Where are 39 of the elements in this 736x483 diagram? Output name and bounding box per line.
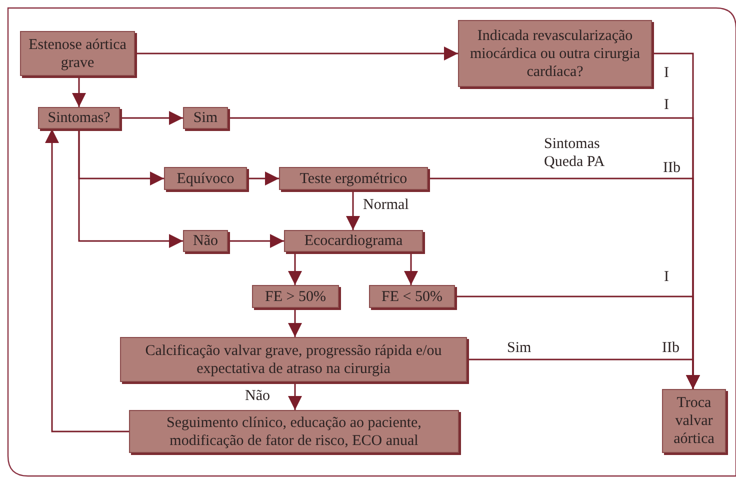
process-box — [183, 107, 228, 129]
box-text: Não — [193, 232, 218, 250]
arrow — [404, 252, 418, 285]
box-text: Ecocardiograma — [304, 232, 403, 250]
arrow — [72, 76, 86, 107]
arrow — [288, 308, 302, 337]
arrow — [45, 129, 129, 432]
process-box — [20, 31, 135, 76]
arrow — [467, 358, 700, 389]
arrow — [288, 252, 302, 285]
process-box — [284, 230, 423, 252]
process-box — [369, 285, 455, 308]
box-text: Indicada revascularização miocárdica ou outra cirurgia cardíaca? — [468, 26, 642, 80]
arrow — [78, 129, 183, 248]
arrow — [228, 234, 284, 248]
arrow — [247, 172, 279, 186]
box-text: Calcificação valvar grave, progressão rápida e/ou expectativa de atraso na cirurgia — [144, 342, 443, 378]
process-box — [120, 337, 467, 382]
box-text: Seguimento clínico, educação ao paciente, modificação de fator de risco, ECO anual — [166, 414, 422, 450]
arrow — [288, 382, 302, 410]
box-text: Sintomas? — [48, 109, 110, 127]
arrow — [135, 46, 458, 60]
box-text: Troca valvar aórtica — [672, 394, 716, 448]
process-box — [129, 410, 459, 453]
box-text: FE < 50% — [382, 288, 442, 306]
box-text: Equívoco — [176, 170, 234, 188]
process-box — [279, 167, 428, 190]
process-box — [38, 107, 120, 129]
process-box — [252, 285, 339, 308]
box-text: Sim — [193, 109, 218, 127]
process-box — [662, 389, 726, 453]
process-box — [458, 20, 652, 87]
process-box — [164, 167, 247, 190]
arrow — [346, 190, 360, 230]
box-text: Teste ergométrico — [300, 170, 408, 188]
arrow — [120, 111, 183, 125]
box-text: FE > 50% — [265, 288, 326, 306]
process-box — [183, 230, 228, 252]
box-text: Estenose aórtica grave — [28, 36, 128, 72]
